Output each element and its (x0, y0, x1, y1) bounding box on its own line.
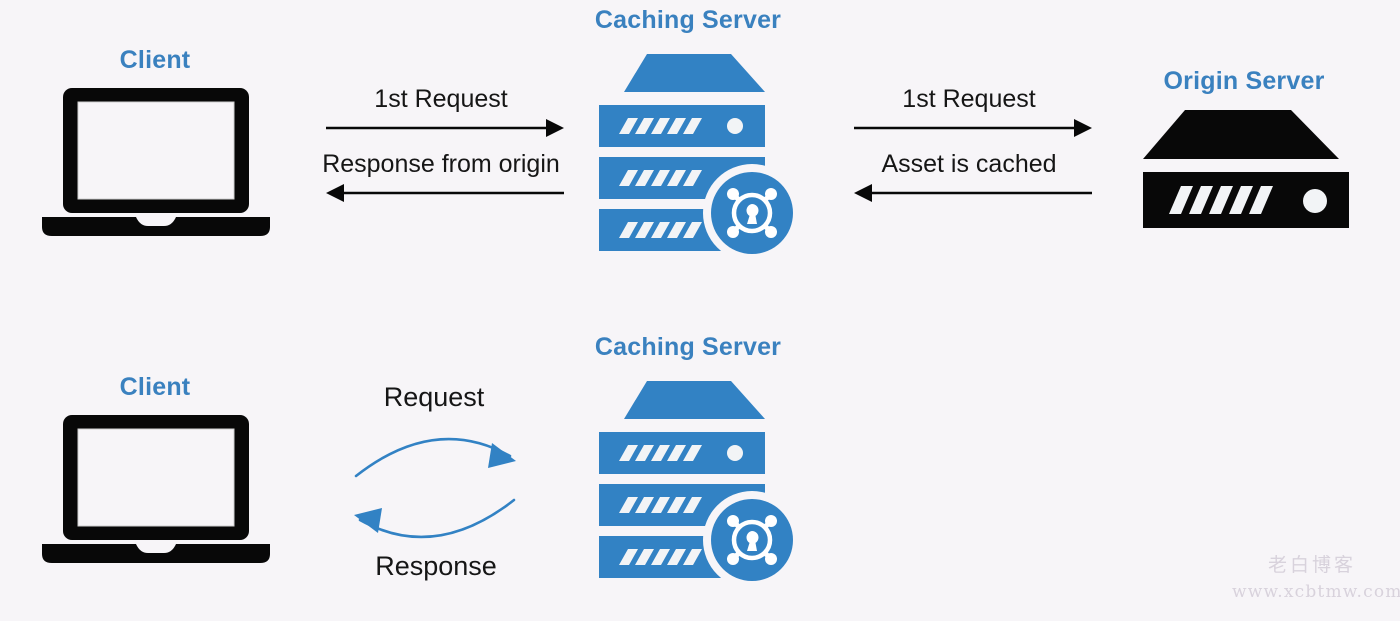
edge-request-curve-label: Request (383, 382, 485, 412)
edge-cache-to-origin-label: 1st Request (902, 85, 1036, 113)
laptop-icon (42, 88, 270, 236)
client-bottom-label: Client (119, 373, 191, 401)
security-lock-badge-icon (703, 491, 800, 587)
arrow-right-client-to-cache (326, 119, 564, 137)
cache-server-icon (599, 381, 800, 587)
arrow-left-cache-to-client (326, 184, 564, 202)
caching-server-bottom-label: Caching Server (594, 333, 782, 361)
edge-client-to-cache-label: 1st Request (374, 85, 508, 113)
curved-arrow-response (354, 498, 516, 539)
arrow-right-cache-to-origin (854, 119, 1092, 137)
watermark-title: 老白博客 (1267, 554, 1356, 576)
caching-server-top-label: Caching Server (594, 6, 782, 34)
security-lock-badge-icon (703, 164, 800, 260)
edge-cache-to-client-label: Response from origin (322, 150, 560, 178)
edge-response-curve-label: Response (375, 551, 497, 581)
arrow-left-origin-to-cache (854, 184, 1092, 202)
edge-origin-to-cache-label: Asset is cached (881, 150, 1057, 178)
laptop-icon (42, 415, 270, 563)
curved-arrow-request (354, 437, 516, 478)
origin-server-icon (1143, 110, 1349, 228)
cache-server-icon (599, 54, 800, 260)
client-top-label: Client (119, 46, 191, 74)
watermark: 老白博客 www.xcbtmw.com (1232, 552, 1400, 604)
origin-server-label: Origin Server (1163, 67, 1325, 95)
watermark-url: www.xcbtmw.com (1232, 581, 1400, 602)
